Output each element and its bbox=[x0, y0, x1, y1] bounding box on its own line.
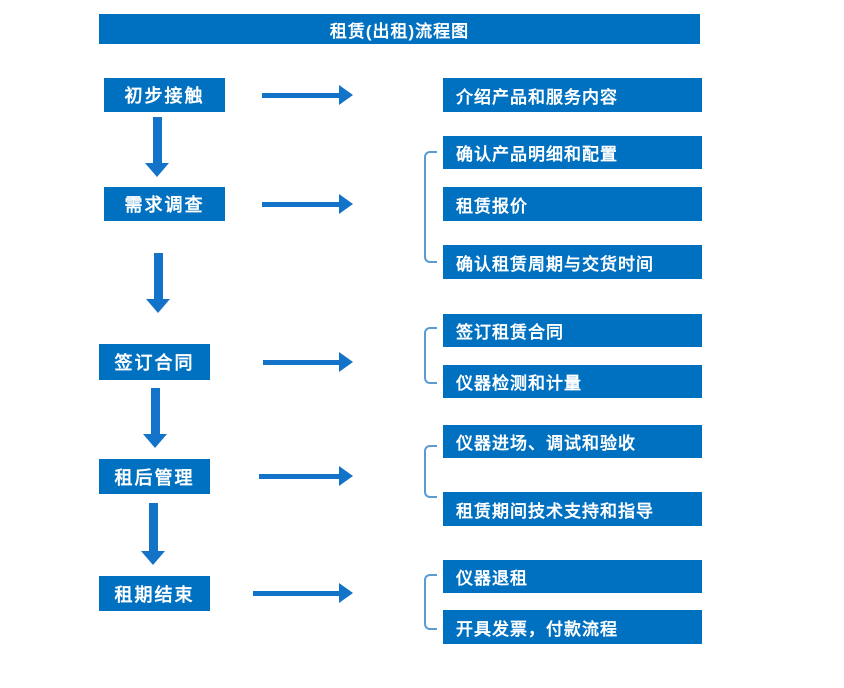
arrow-shaft bbox=[150, 388, 160, 434]
arrow-head bbox=[143, 434, 167, 448]
detail-box-confirm-period-delivery: 确认租赁周期与交货时间 bbox=[443, 245, 702, 279]
step-box-lease-end: 租期结束 bbox=[99, 576, 210, 611]
step-box-demand-survey: 需求调查 bbox=[104, 187, 225, 221]
arrow-head bbox=[339, 583, 353, 603]
arrow-head bbox=[146, 299, 170, 313]
step-box-sign-contract: 签订合同 bbox=[99, 344, 210, 380]
arrow-shaft bbox=[152, 117, 162, 163]
detail-box-intro-products-services: 介绍产品和服务内容 bbox=[443, 78, 702, 112]
group-bracket-post-rental bbox=[424, 445, 437, 498]
group-bracket-lease-end bbox=[424, 574, 437, 630]
step-box-initial-contact: 初步接触 bbox=[104, 78, 225, 112]
arrow-head bbox=[339, 194, 353, 214]
down-arrow-4 bbox=[140, 503, 166, 565]
step-box-post-rental-management: 租后管理 bbox=[99, 459, 210, 494]
arrow-head bbox=[141, 551, 165, 565]
detail-box-instrument-return: 仪器退租 bbox=[443, 560, 702, 593]
detail-box-instrument-setup-acceptance: 仪器进场、调试和验收 bbox=[443, 425, 702, 458]
down-arrow-1 bbox=[144, 117, 170, 177]
arrow-shaft bbox=[259, 473, 339, 479]
diagram-title: 租赁(出租)流程图 bbox=[99, 14, 700, 44]
detail-box-confirm-product-config: 确认产品明细和配置 bbox=[443, 136, 702, 169]
arrow-shaft bbox=[253, 590, 339, 596]
group-bracket-demand-survey bbox=[424, 151, 437, 263]
arrow-head bbox=[339, 466, 353, 486]
detail-box-sign-rental-contract: 签订租赁合同 bbox=[443, 314, 702, 347]
right-arrow-3 bbox=[263, 352, 353, 372]
down-arrow-2 bbox=[145, 253, 171, 313]
right-arrow-5 bbox=[253, 583, 353, 603]
arrow-shaft bbox=[262, 201, 339, 207]
group-bracket-sign-contract bbox=[424, 327, 437, 384]
arrow-shaft bbox=[153, 253, 163, 299]
right-arrow-2 bbox=[262, 194, 353, 214]
detail-box-rental-quotation: 租赁报价 bbox=[443, 187, 702, 221]
arrow-head bbox=[339, 85, 353, 105]
detail-box-instrument-testing: 仪器检测和计量 bbox=[443, 365, 702, 398]
right-arrow-1 bbox=[262, 85, 353, 105]
arrow-head bbox=[145, 163, 169, 177]
arrow-shaft bbox=[148, 503, 158, 551]
right-arrow-4 bbox=[259, 466, 353, 486]
detail-box-invoice-payment: 开具发票，付款流程 bbox=[443, 610, 702, 644]
detail-box-tech-support-guidance: 租赁期间技术支持和指导 bbox=[443, 492, 702, 526]
arrow-head bbox=[339, 352, 353, 372]
arrow-shaft bbox=[263, 359, 339, 365]
down-arrow-3 bbox=[142, 388, 168, 448]
arrow-shaft bbox=[262, 92, 339, 98]
